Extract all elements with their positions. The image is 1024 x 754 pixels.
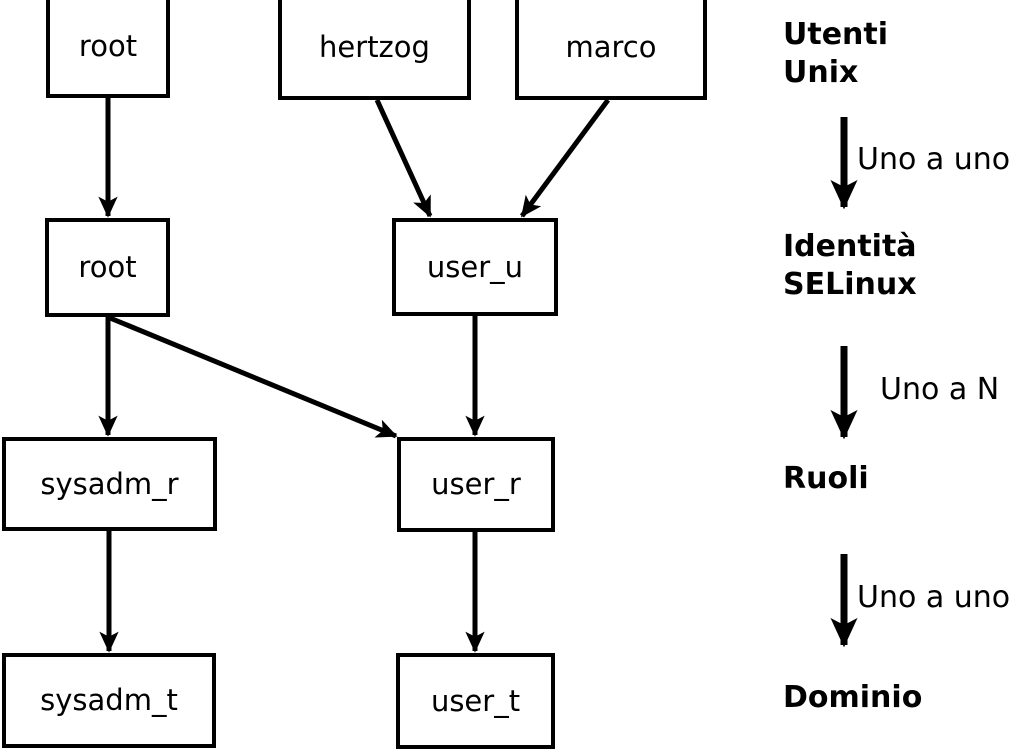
edge-e-hertzog-useru [374,98,433,218]
node-label: marco [565,29,657,64]
node-label: sysadm_r [40,466,179,501]
legend-relation-label-relation-uno-a-uno-1: Uno a uno [857,142,1011,177]
legend-level-dominio: Dominio [783,680,923,715]
edge-e-root-userr [109,315,398,439]
node-dom-user-t[interactable]: user_t [396,653,555,749]
edge-paths [98,98,611,653]
node-seid-root[interactable]: root [45,218,170,317]
node-label: sysadm_t [40,683,178,717]
legend-relation-label-relation-uno-a-n: Uno a N [880,372,1000,407]
legend-level-utenti-unix: Utenti Unix [783,17,889,90]
node-label: root [78,28,138,63]
legend-level-ruoli: Ruoli [783,461,869,496]
node-label: root [78,250,137,284]
node-unix-marco[interactable]: marco [515,0,707,100]
legend-level-identita-selinux: Identità SELinux [783,229,917,302]
node-label: user_u [426,249,524,284]
node-label: user_r [431,467,521,501]
node-seid-user-u[interactable]: user_u [392,218,558,316]
node-dom-sysadm-t[interactable]: sysadm_t [2,653,216,748]
edge-e-marco-useru [519,98,611,218]
node-unix-hertzog[interactable]: hertzog [278,0,471,100]
node-role-sysadm-r[interactable]: sysadm_r [2,437,217,531]
node-label: hertzog [319,29,430,64]
node-label: user_t [430,683,521,718]
legend-relation-label-relation-uno-a-uno-2: Uno a uno [857,580,1011,615]
node-role-user-r[interactable]: user_r [397,437,555,532]
node-unix-root[interactable]: root [46,0,170,98]
